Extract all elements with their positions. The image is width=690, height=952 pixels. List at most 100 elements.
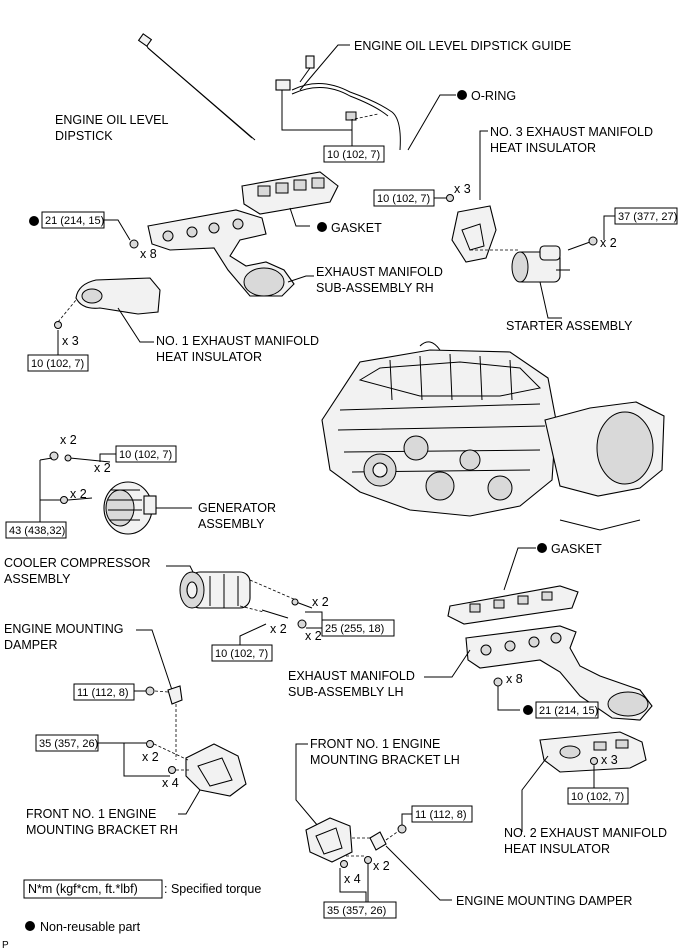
emd-bottom-label: ENGINE MOUNTING DAMPER — [456, 894, 632, 908]
torque-t14: 11 (112, 8) — [415, 809, 467, 821]
no1-leader — [117, 307, 154, 343]
guide-leader — [299, 44, 350, 91]
no1-label-2: HEAT INSULATOR — [156, 350, 262, 364]
engine-drawing — [321, 341, 665, 531]
fnt-lh-label-2: MOUNTING BRACKET LH — [310, 753, 460, 767]
generator-label-1: GENERATOR — [198, 501, 276, 515]
no3-label-1: NO. 3 EXHAUST MANIFOLD — [490, 125, 653, 139]
torque-box-t8 — [321, 619, 395, 637]
torque-t8: 25 (255, 18) — [325, 623, 384, 635]
nut-icon — [397, 824, 407, 834]
legend-torque-desc: : Specified torque — [164, 882, 261, 896]
qty-q7: x 2 — [70, 487, 87, 501]
generator-label-2: ASSEMBLY — [198, 517, 265, 531]
torque-box-t7 — [5, 521, 67, 539]
nut-icon — [297, 619, 307, 629]
no3-leader — [479, 130, 488, 200]
exh-rh-label-1: EXHAUST MANIFOLD — [316, 265, 443, 279]
fnt-rh-label-2: MOUNTING BRACKET RH — [26, 823, 178, 837]
qty-q16: x 2 — [373, 859, 390, 873]
dipstick-guide-drawing — [275, 55, 401, 151]
emd-top-drawing — [154, 685, 183, 760]
torque-t15: 35 (357, 26) — [327, 905, 386, 917]
qty-q9: x 2 — [305, 629, 322, 643]
torque-t13: 10 (102, 7) — [571, 791, 624, 803]
qty-q14: x 3 — [601, 753, 618, 767]
nut-icon — [493, 677, 503, 687]
exh-rh-leader — [287, 275, 314, 283]
torque-t7: 43 (438,32) — [9, 525, 65, 537]
torque-t6: 10 (102, 7) — [119, 449, 172, 461]
legend-torque-box — [23, 879, 163, 899]
legend-nonreusable-label: Non-reusable part — [40, 920, 141, 934]
qty-q4-starter: x 2 — [600, 236, 617, 250]
torque-t4: 37 (377, 27) — [618, 211, 677, 223]
cooler-label-2: ASSEMBLY — [4, 572, 71, 586]
dipstick-label-1: ENGINE OIL LEVEL — [55, 113, 169, 127]
torque-t10: 11 (112, 8) — [77, 687, 129, 699]
nonreusable-dot-t3 — [29, 216, 39, 226]
cooler-label-1: COOLER COMPRESSOR — [4, 556, 151, 570]
torque-t1: 10 (102, 7) — [327, 149, 380, 161]
nonreusable-dot-oring — [457, 90, 467, 100]
emd-top-label-2: DAMPER — [4, 638, 57, 652]
no3-insulator-drawing — [446, 194, 520, 263]
qty-q12: x 2 — [142, 750, 159, 764]
bolt-icon — [49, 451, 59, 461]
bolt-icon — [364, 856, 372, 864]
qty-q5: x 2 — [60, 433, 77, 447]
exh-lh-label-2: SUB-ASSEMBLY LH — [288, 685, 404, 699]
no2-insulator-drawing — [539, 731, 647, 776]
exh-rh-label-2: SUB-ASSEMBLY RH — [316, 281, 434, 295]
gasket-top-label: GASKET — [331, 221, 382, 235]
gasket-top-leader — [289, 207, 310, 227]
corner-mark: P — [2, 940, 9, 951]
bolt-icon — [145, 686, 155, 696]
gasket-top-drawing — [241, 171, 339, 215]
no2-label-2: HEAT INSULATOR — [504, 842, 610, 856]
nonreusable-dot-gasket-mid — [537, 543, 547, 553]
exhaust-manifold-rh-drawing — [147, 209, 295, 297]
qty-q6: x 2 — [94, 461, 111, 475]
torque-box-t1 — [323, 145, 385, 163]
bolt-icon — [590, 757, 598, 765]
torque-t5: 10 (102, 7) — [31, 358, 84, 370]
bracket-rh-drawing — [153, 743, 247, 797]
torque-box-t5 — [27, 354, 89, 372]
t1-leader — [281, 90, 353, 131]
torque-t9: 10 (102, 7) — [215, 648, 268, 660]
emd-top-label-1: ENGINE MOUNTING — [4, 622, 123, 636]
dipstick-drawing — [137, 33, 256, 141]
torque-box-t11 — [535, 701, 599, 719]
generator-drawing — [103, 481, 157, 535]
gasket-mid-label: GASKET — [551, 542, 602, 556]
torque-t11: 21 (214, 15) — [539, 705, 598, 717]
no1-label-1: NO. 1 EXHAUST MANIFOLD — [156, 334, 319, 348]
torque-t3: 21 (214, 15) — [45, 215, 104, 227]
fnt-lh-label-1: FRONT NO. 1 ENGINE — [310, 737, 440, 751]
nonreusable-dot-gasket-top — [317, 222, 327, 232]
bolt-icon — [340, 860, 348, 868]
bracket-lh-drawing — [305, 817, 401, 863]
torque-box-t14 — [411, 805, 473, 823]
dipstick-guide-label: ENGINE OIL LEVEL DIPSTICK GUIDE — [354, 39, 571, 53]
bolt-icon — [146, 740, 154, 748]
qty-q3-no3: x 3 — [454, 182, 471, 196]
fnt-rh-label-1: FRONT NO. 1 ENGINE — [26, 807, 156, 821]
bolt-icon — [588, 236, 598, 246]
qty-q2: x 8 — [140, 247, 157, 261]
torque-box-t10 — [73, 683, 135, 701]
starter-drawing — [511, 245, 570, 283]
exhaust-manifold-lh-drawing — [465, 625, 653, 721]
bolt-icon — [291, 598, 299, 606]
nut-icon — [129, 239, 139, 249]
no1-insulator-drawing — [54, 277, 161, 329]
exh-lh-label-1: EXHAUST MANIFOLD — [288, 669, 415, 683]
torque-t2: 10 (102, 7) — [377, 193, 430, 205]
no2-label-1: NO. 2 EXHAUST MANIFOLD — [504, 826, 667, 840]
starter-label: STARTER ASSEMBLY — [506, 319, 633, 333]
qty-q13: x 4 — [162, 776, 179, 790]
cooler-compressor-drawing — [179, 571, 297, 613]
